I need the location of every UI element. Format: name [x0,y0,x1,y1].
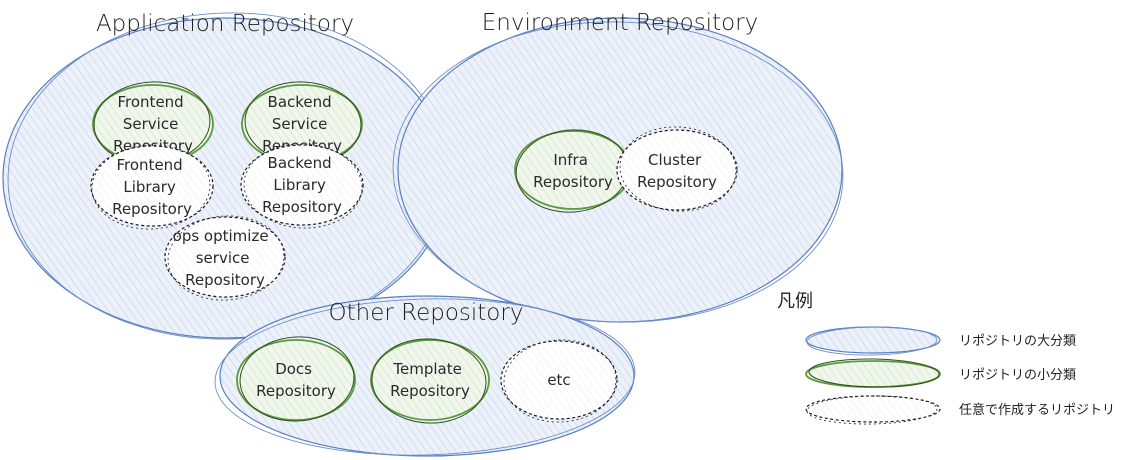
infra-label: Infra Repository [533,151,613,191]
legend-item-minor: リポジトリの小分類 [805,358,1076,388]
infra-node: Infra Repository [514,129,632,213]
legend-label-major: リポジトリの大分類 [959,334,1076,349]
template-node: Template Repository [370,338,490,424]
frontend-library-node: Frontend Library Repository [90,144,214,230]
cluster-label: Cluster Repository [637,151,717,191]
ops-optimize-label: ops optimize service Repository [173,227,274,289]
legend-label-optional: 任意で作成するリポジトリ [959,402,1115,418]
template-label: Template Repository [390,360,470,400]
frontend-library-label: Frontend Library Repository [112,156,192,218]
etc-node: etc [500,339,618,423]
backend-library-label: Backend Library Repository [262,154,342,216]
other-group-title: Other Repository [329,300,524,326]
legend-item-major: リポジトリの大分類 [805,326,1076,356]
legend-item-optional: 任意で作成するリポジトリ [805,395,1115,425]
cluster-node: Cluster Repository [616,126,738,212]
legend-label-minor: リポジトリの小分類 [959,368,1076,383]
application-group-title: Application Repository [96,11,354,37]
docs-label: Docs Repository [256,360,336,400]
legend-title: 凡例 [777,291,813,312]
ops-optimize-node: ops optimize service Repository [164,215,286,301]
frontend-service-label: Frontend Service Repository [113,93,193,155]
etc-label: etc [547,371,570,389]
docs-node: Docs Repository [236,336,356,422]
legend-swatch-optional [805,395,941,423]
legend: 凡例 リポジトリの大分類 リポジトリの小分類 任意で作成するリポジトリ [777,291,1115,425]
environment-group-title: Environment Repository [482,10,758,36]
legend-swatch-minor [805,360,941,388]
backend-library-node: Backend Library Repository [240,143,364,229]
